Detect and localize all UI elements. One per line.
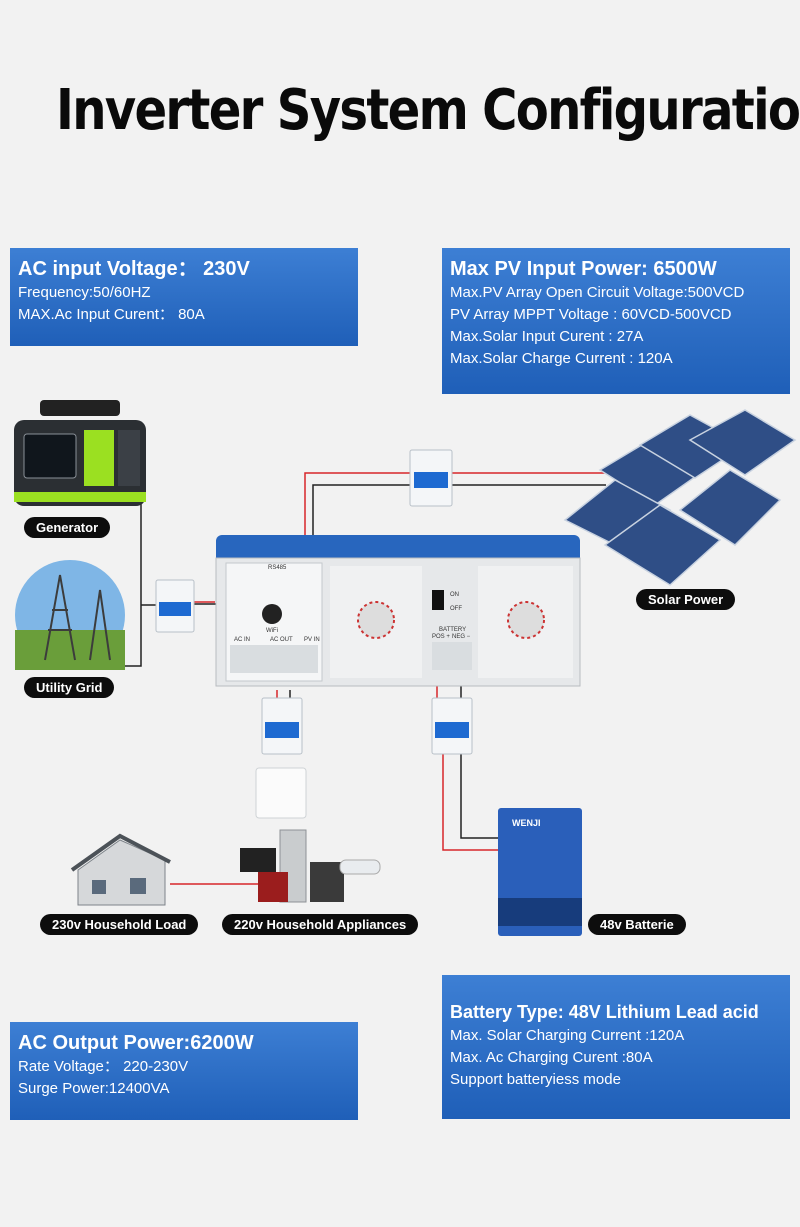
wall-socket-icon	[255, 767, 307, 819]
ac-input-line: Frequency:50/60HZ	[18, 284, 151, 301]
breaker-left	[155, 579, 195, 633]
battery-line: Max. Ac Charging Curent :80A	[450, 1049, 653, 1066]
pv-input-line: Max.PV Array Open Circuit Voltage:500VCD	[450, 284, 745, 301]
breaker-ac-out	[261, 697, 303, 755]
inverter-icon	[215, 535, 581, 687]
ac-out-label: AC OUT	[270, 637, 293, 643]
breaker-top	[409, 449, 453, 507]
battery-spec-box: Battery Type: 48V Lithium Lead acid Max.…	[442, 975, 790, 1119]
pv-input-spec-box: Max PV Input Power: 6500W Max.PV Array O…	[442, 248, 790, 394]
generator-icon	[14, 400, 146, 506]
wifi-label: WiFi	[266, 628, 278, 634]
neg-label: NEG −	[452, 634, 471, 640]
battery-line: Support batteryiess mode	[450, 1071, 621, 1088]
ac-in-label: AC IN	[234, 637, 251, 643]
generator-label: Generator	[24, 517, 111, 538]
ac-output-line: Surge Power:12400VA	[18, 1080, 170, 1097]
ac-input-line: MAX.Ac Input Curent： 80A	[18, 306, 205, 323]
pv-input-heading: Max PV Input Power: 6500W	[450, 258, 717, 280]
household-appliances-label: 220v Household Appliances	[222, 914, 419, 935]
battery-brand: WENJI	[512, 818, 541, 828]
ac-output-spec-box: AC Output Power:6200W Rate Voltage： 220-…	[10, 1022, 358, 1120]
pv-in-label: PV IN	[304, 637, 320, 643]
appliances-icon	[240, 829, 381, 903]
switch-on-label: ON	[450, 592, 459, 598]
batterie-label: 48v Batterie	[588, 914, 686, 935]
household-load-label: 230v Household Load	[40, 914, 199, 935]
rs485-label: RS485	[268, 565, 287, 571]
battery-unit-icon	[498, 808, 582, 936]
pv-input-line: Max.Solar Input Curent : 27A	[450, 328, 644, 345]
ac-output-heading: AC Output Power:6200W	[18, 1032, 254, 1054]
battery-port-label: BATTERY	[439, 627, 467, 633]
ac-input-heading: AC input Voltage： 230V	[18, 258, 250, 280]
ac-output-line: Rate Voltage： 220-230V	[18, 1058, 189, 1075]
pv-input-line: Max.Solar Charge Current : 120A	[450, 350, 673, 367]
battery-heading: Battery Type: 48V Lithium Lead acid	[450, 1002, 759, 1022]
page-title: Inverter System Configuration	[56, 78, 800, 143]
breaker-battery	[431, 697, 473, 755]
battery-line: Max. Solar Charging Current :120A	[450, 1027, 685, 1044]
utility-grid-label: Utility Grid	[24, 677, 115, 698]
pos-label: POS +	[432, 634, 450, 640]
switch-off-label: OFF	[450, 606, 462, 612]
ac-input-spec-box: AC input Voltage： 230V Frequency:50/60HZ…	[10, 248, 358, 346]
solar-panels-icon	[563, 409, 797, 586]
solar-power-label: Solar Power	[636, 589, 736, 610]
pv-input-line: PV Array MPPT Voltage : 60VCD-500VCD	[450, 306, 732, 323]
utility-grid-icon	[15, 560, 125, 670]
house-icon	[70, 833, 171, 906]
